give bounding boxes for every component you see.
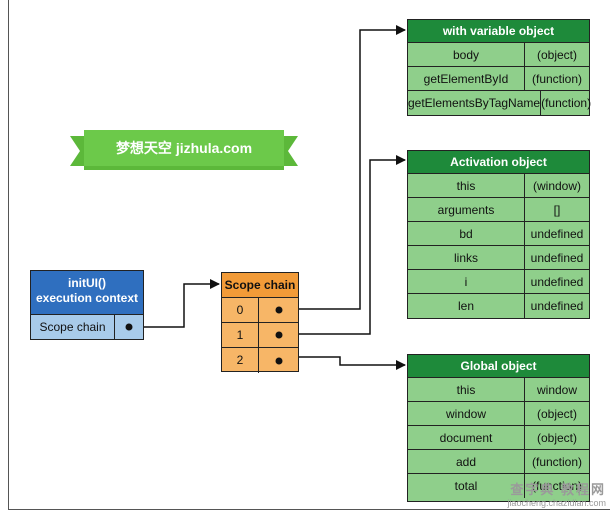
row-key: bd <box>408 222 525 245</box>
diagram-frame <box>8 0 610 510</box>
scope-chain-row: 2 <box>222 348 298 373</box>
execution-context-title: initUI() execution context <box>31 271 143 306</box>
arrow-exec-to-scope <box>130 279 220 328</box>
scope-chain-index: 1 <box>222 323 259 347</box>
scope-chain-box: Scope chain 0 1 2 <box>221 272 299 373</box>
scope-chain-index: 0 <box>222 298 259 322</box>
row-key: total <box>408 474 525 498</box>
table-row: getElementById (function) <box>408 67 589 91</box>
pointer-dot <box>125 323 133 331</box>
global-object-title: Global object <box>408 355 589 378</box>
row-key: links <box>408 246 525 269</box>
watermark-line2: jiaocheng.chazidian.com <box>507 498 606 508</box>
table-row: links undefined <box>408 246 589 270</box>
table-row: body (object) <box>408 43 589 67</box>
scope-chain-pointer <box>259 348 298 373</box>
row-key: body <box>408 43 525 66</box>
scope-chain-label: Scope chain <box>39 320 106 334</box>
execution-context-title-line2: execution context <box>35 291 139 305</box>
table-row: this window <box>408 378 589 402</box>
arrow-scope2-to-global <box>281 356 406 370</box>
row-value: (object) <box>536 407 577 421</box>
watermark-line1: 查字典 教程网 <box>510 482 606 497</box>
row-value: [] <box>553 203 561 217</box>
row-value: (function) <box>531 455 583 469</box>
site-banner: 梦想天空 jizhula.com <box>70 130 298 170</box>
with-variable-object-title: with variable object <box>408 20 589 43</box>
row-value: (function) <box>531 479 583 493</box>
pointer-dot <box>275 331 282 339</box>
banner-ribbon-shape <box>70 130 298 170</box>
row-key: i <box>408 270 525 293</box>
scope-chain-pointer <box>259 323 298 347</box>
scope-chain-title: Scope chain <box>222 273 298 298</box>
table-row: len undefined <box>408 294 589 318</box>
row-value: (function) <box>541 96 592 110</box>
arrow-scope1-to-activation <box>281 155 406 335</box>
activation-object-title: Activation object <box>408 151 589 174</box>
table-row: bd undefined <box>408 222 589 246</box>
row-value: (window) <box>532 179 581 193</box>
row-value: undefined <box>530 299 584 313</box>
row-key: arguments <box>408 198 525 221</box>
pointer-dot <box>275 306 282 314</box>
row-value: undefined <box>530 251 584 265</box>
scope-chain-row: 1 <box>222 323 298 348</box>
table-row: window (object) <box>408 402 589 426</box>
banner-text: 梦想天空 jizhula.com <box>115 140 253 156</box>
activation-object-table: Activation object this (window) arguments… <box>407 150 590 319</box>
row-key: len <box>408 294 525 318</box>
row-value: undefined <box>530 275 584 289</box>
scope-chain-pointer <box>114 315 143 339</box>
row-value: window <box>536 383 578 397</box>
execution-context-title-line1: initUI() <box>68 276 106 290</box>
with-variable-object-table: with variable object body (object) getEle… <box>407 19 592 116</box>
table-row: add (function) <box>408 450 589 474</box>
row-value: undefined <box>530 227 584 241</box>
execution-context-box: initUI() execution context Scope chain <box>30 270 144 340</box>
table-row: document (object) <box>408 426 589 450</box>
row-key: getElementsByTagName <box>408 91 542 115</box>
row-key: this <box>408 378 525 401</box>
table-row: total (function) <box>408 474 589 498</box>
arrow-scope0-to-with <box>281 25 406 310</box>
row-key: this <box>408 174 525 197</box>
scope-chain-index: 2 <box>222 348 259 373</box>
row-value: (object) <box>536 48 577 62</box>
watermark: 查字典 教程网 jiaocheng.chazidian.com <box>507 479 606 508</box>
execution-context-scope-row: Scope chain <box>31 314 143 339</box>
table-row: arguments [] <box>408 198 589 222</box>
scope-chain-row: 0 <box>222 298 298 323</box>
row-value: (function) <box>531 72 583 86</box>
row-key: getElementById <box>408 67 525 90</box>
table-row: getElementsByTagName(function) <box>408 91 592 115</box>
row-key: add <box>408 450 525 473</box>
row-key: document <box>408 426 525 449</box>
table-row: this (window) <box>408 174 589 198</box>
pointer-dot <box>275 357 282 364</box>
row-key: window <box>408 402 525 425</box>
row-value: (object) <box>536 431 577 445</box>
scope-chain-pointer <box>259 298 298 322</box>
table-row: i undefined <box>408 270 589 294</box>
